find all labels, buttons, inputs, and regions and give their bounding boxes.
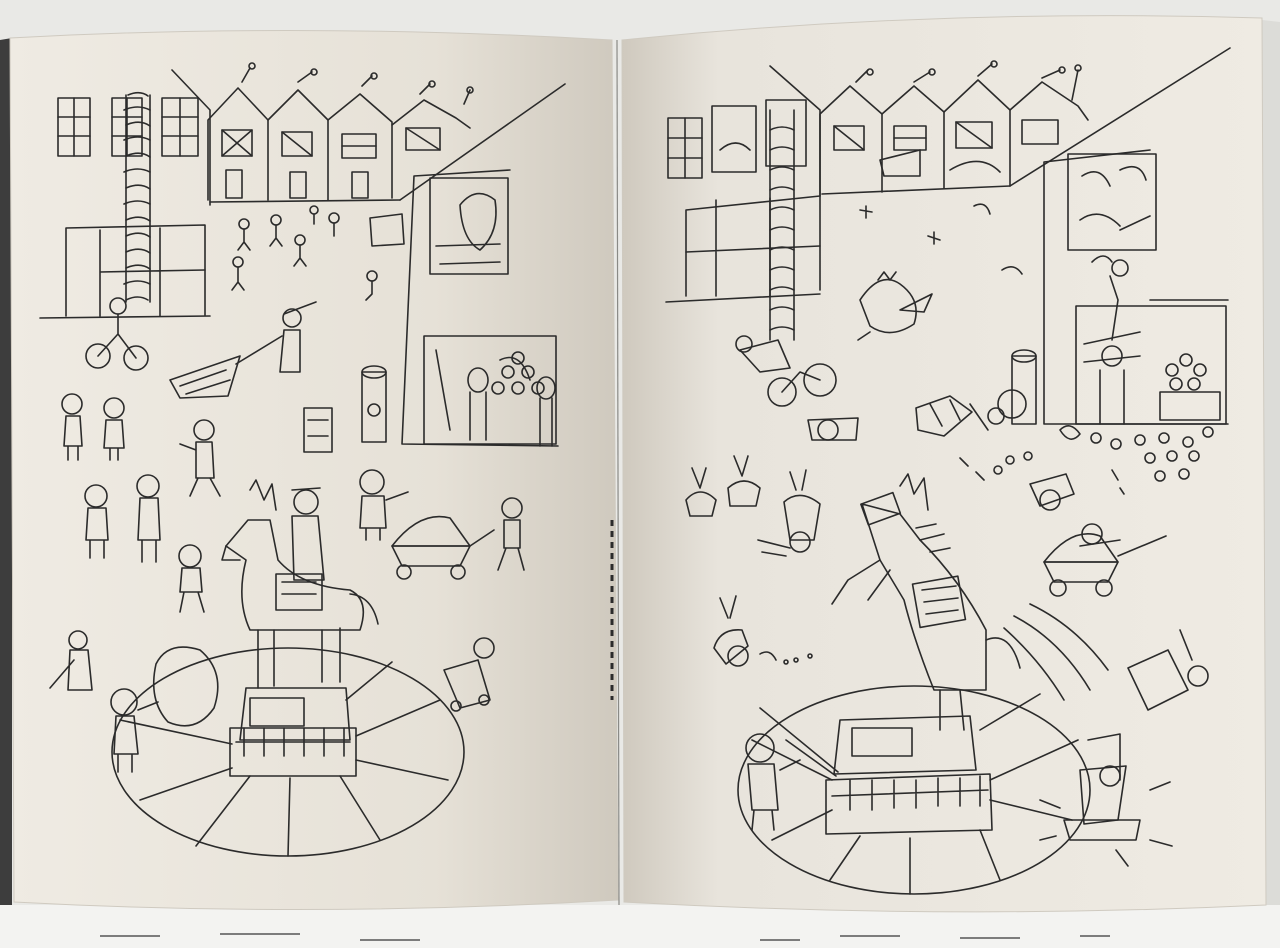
stacked-column-chaos — [735, 109, 795, 373]
book-cover-edge — [0, 38, 12, 905]
right-page-drawing — [665, 47, 1231, 895]
scattered-fruit — [959, 425, 1214, 495]
spine-stitching — [610, 39, 620, 906]
statue-pedestal-chaos — [759, 707, 993, 835]
small-figures — [231, 205, 405, 301]
plaza-circle — [111, 647, 465, 857]
right-building-chaos — [1009, 47, 1231, 425]
book-cover-edge-right — [1262, 20, 1280, 905]
stacked-column — [123, 91, 151, 303]
broken-mower — [915, 395, 1005, 437]
statue-pedestal — [229, 687, 357, 777]
bucking-horse — [831, 473, 1109, 731]
tudor-houses-chaos — [819, 60, 1089, 197]
crashing-figure — [1039, 733, 1173, 867]
horse-statue — [221, 479, 379, 689]
children-group — [49, 393, 495, 712]
mailbox — [361, 365, 387, 443]
flying-objects — [857, 203, 1113, 341]
left-page-drawing — [39, 62, 566, 857]
runaway-pram — [1043, 523, 1167, 597]
right-building — [399, 83, 566, 447]
cyclist — [85, 297, 149, 371]
pram — [391, 497, 525, 580]
man-with-lawnmower — [169, 301, 317, 399]
speech-balloon-figure — [110, 646, 219, 773]
figure-pedestal-left — [745, 733, 801, 831]
plaza-circle-chaos — [737, 685, 1091, 895]
tumbling-children — [685, 455, 1209, 711]
mailbox-chaos — [997, 349, 1037, 425]
tudor-houses — [207, 62, 474, 203]
lower-page-edge — [100, 933, 1110, 941]
left-page — [9, 29, 619, 911]
right-page — [621, 15, 1267, 913]
left-building — [39, 69, 211, 319]
fallen-cyclist — [767, 363, 859, 441]
